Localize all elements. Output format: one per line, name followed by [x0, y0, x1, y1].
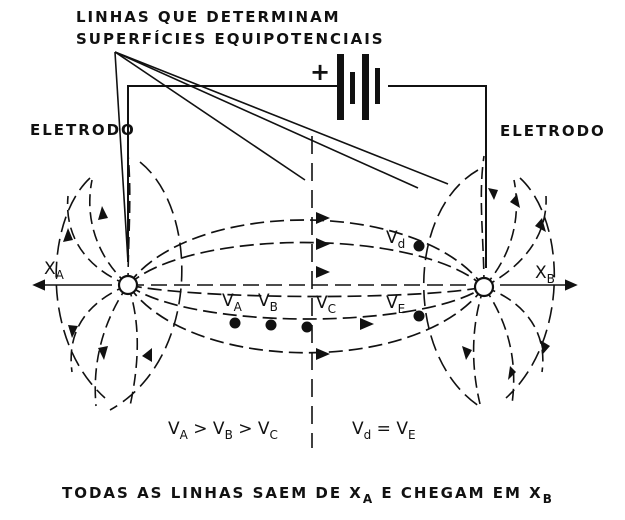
- measurement-points: [229, 240, 425, 333]
- electrode-left-label: ELETRODO: [30, 121, 136, 139]
- left-equipotential-arcs: [55, 161, 183, 411]
- bottom-caption: TODAS AS LINHAS SAEM DE XA E CHEGAM EM X…: [62, 484, 554, 506]
- right-electrode: [473, 276, 495, 298]
- title-pointer-lines: [114, 51, 449, 263]
- point-vb: [265, 319, 277, 331]
- label-ve: VE: [386, 293, 405, 316]
- label-xa: XA: [44, 259, 65, 282]
- right-equipotential-arcs: [422, 169, 556, 409]
- left-radial-arrows: [63, 206, 152, 362]
- left-electrode: [117, 274, 139, 296]
- point-va: [229, 317, 241, 329]
- right-electrode-radial-lines: [472, 155, 547, 405]
- point-ve: [413, 310, 425, 322]
- point-vc: [301, 321, 313, 333]
- title-line-1: LINHAS QUE DETERMINAM: [76, 8, 341, 26]
- battery-circuit-wire: [127, 85, 487, 268]
- relation-left: VA > VB > VC: [168, 419, 278, 442]
- field-lines: [127, 219, 485, 354]
- left-electrode-radial-lines: [66, 153, 139, 407]
- label-xb: XB: [535, 263, 555, 286]
- label-vd: Vd: [386, 228, 405, 251]
- label-vb: VB: [258, 291, 278, 314]
- right-radial-arrows: [462, 188, 550, 380]
- label-vc: VC: [316, 293, 336, 316]
- battery-plus-sign: +: [310, 58, 330, 86]
- electrode-right-label: ELETRODO: [500, 122, 606, 140]
- relation-right: Vd = VE: [352, 419, 416, 442]
- title-line-2: SUPERFÍCIES EQUIPOTENCIAIS: [76, 29, 385, 48]
- point-vd: [413, 240, 425, 252]
- field-arrows: [316, 212, 374, 360]
- label-va: VA: [222, 291, 243, 314]
- battery-icon: [337, 54, 380, 120]
